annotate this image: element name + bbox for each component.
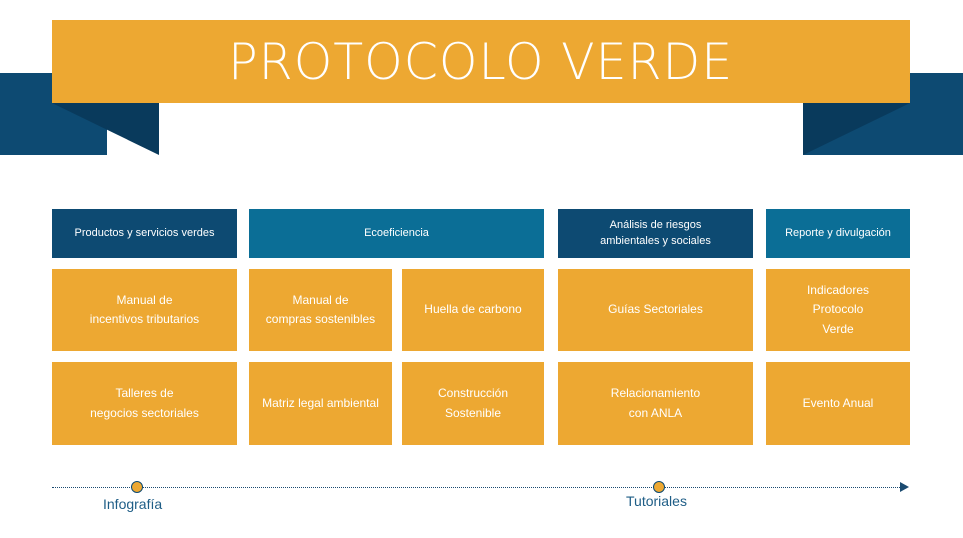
timeline-arrow-icon xyxy=(900,482,909,492)
timeline-dot-tutoriales[interactable] xyxy=(653,481,665,493)
timeline-link-infografia[interactable]: Infografía xyxy=(103,496,163,512)
header-ecoeficiencia[interactable]: Ecoeficiencia xyxy=(249,209,544,258)
title-banner: PROTOCOLO VERDE xyxy=(52,20,910,103)
banner-fold-left xyxy=(52,103,159,155)
timeline-link-tutoriales[interactable]: Tutoriales xyxy=(626,493,687,509)
card-evento-anual[interactable]: Evento Anual xyxy=(766,362,910,445)
header-analisis-riesgos[interactable]: Análisis de riesgos ambientales y social… xyxy=(558,209,753,258)
card-huella-carbono[interactable]: Huella de carbono xyxy=(402,269,544,351)
timeline-dot-infografia[interactable] xyxy=(131,481,143,493)
header-productos-servicios-verdes[interactable]: Productos y servicios verdes xyxy=(52,209,237,258)
banner-fold-right xyxy=(803,103,910,155)
card-talleres-negocios[interactable]: Talleres de negocios sectoriales xyxy=(52,362,237,445)
timeline-line xyxy=(52,487,902,488)
page-title: PROTOCOLO VERDE xyxy=(228,32,734,91)
card-indicadores[interactable]: Indicadores Protocolo Verde xyxy=(766,269,910,351)
card-construccion-sostenible[interactable]: Construcción Sostenible xyxy=(402,362,544,445)
card-relacionamiento-anla[interactable]: Relacionamiento con ANLA xyxy=(558,362,753,445)
header-reporte-divulgacion[interactable]: Reporte y divulgación xyxy=(766,209,910,258)
card-manual-compras[interactable]: Manual de compras sostenibles xyxy=(249,269,392,351)
card-manual-incentivos[interactable]: Manual de incentivos tributarios xyxy=(52,269,237,351)
card-guias-sectoriales[interactable]: Guías Sectoriales xyxy=(558,269,753,351)
card-matriz-legal[interactable]: Matriz legal ambiental xyxy=(249,362,392,445)
